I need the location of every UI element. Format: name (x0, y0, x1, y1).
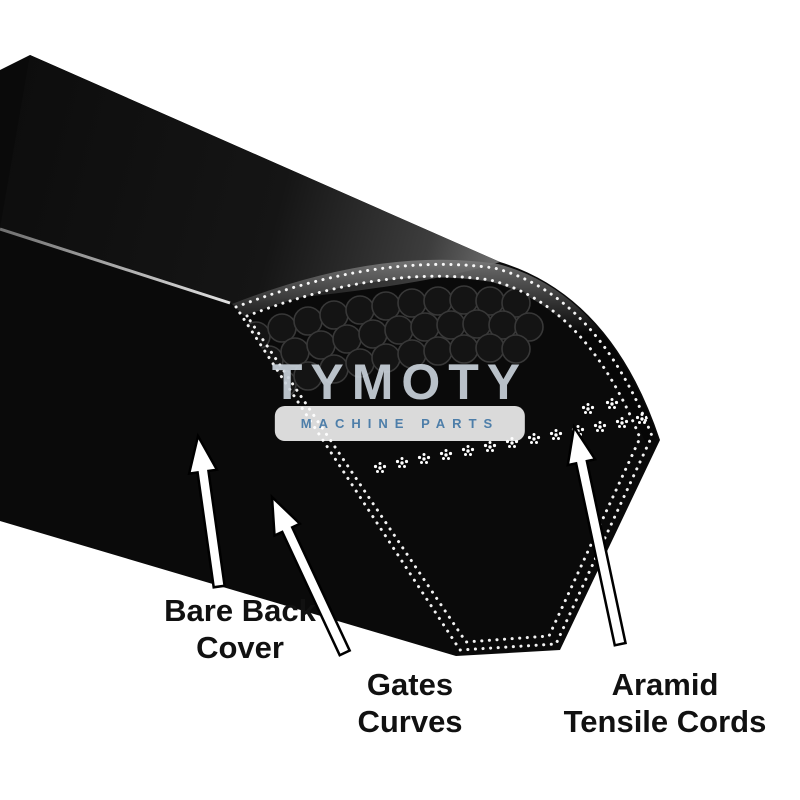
label-gates-curves-line2: Curves (357, 704, 463, 739)
label-bare-back-cover-line1: Bare Back (164, 593, 316, 628)
gates-curves-arrow-icon (270, 493, 352, 657)
aramid-cords-arrow-icon (566, 423, 628, 647)
stitch-outline-inner (244, 274, 642, 644)
belt-back-cover-surface (0, 55, 500, 304)
bare-back-cover-arrow-icon (187, 432, 227, 589)
label-aramid-tensile-cords: Aramid Tensile Cords (505, 666, 800, 740)
label-bare-back-cover: Bare Back Cover (70, 592, 410, 666)
stitch-outline-outer (233, 262, 654, 652)
cut-end-dome (232, 259, 658, 444)
label-gates-curves: Gates Curves (300, 666, 520, 740)
label-aramid-tensile-cords-line1: Aramid (611, 667, 719, 702)
label-gates-curves-line1: Gates (366, 667, 454, 702)
label-aramid-tensile-cords-line2: Tensile Cords (563, 704, 767, 739)
back-cover-edge-highlight (0, 227, 231, 305)
label-bare-back-cover-line2: Cover (196, 630, 284, 665)
